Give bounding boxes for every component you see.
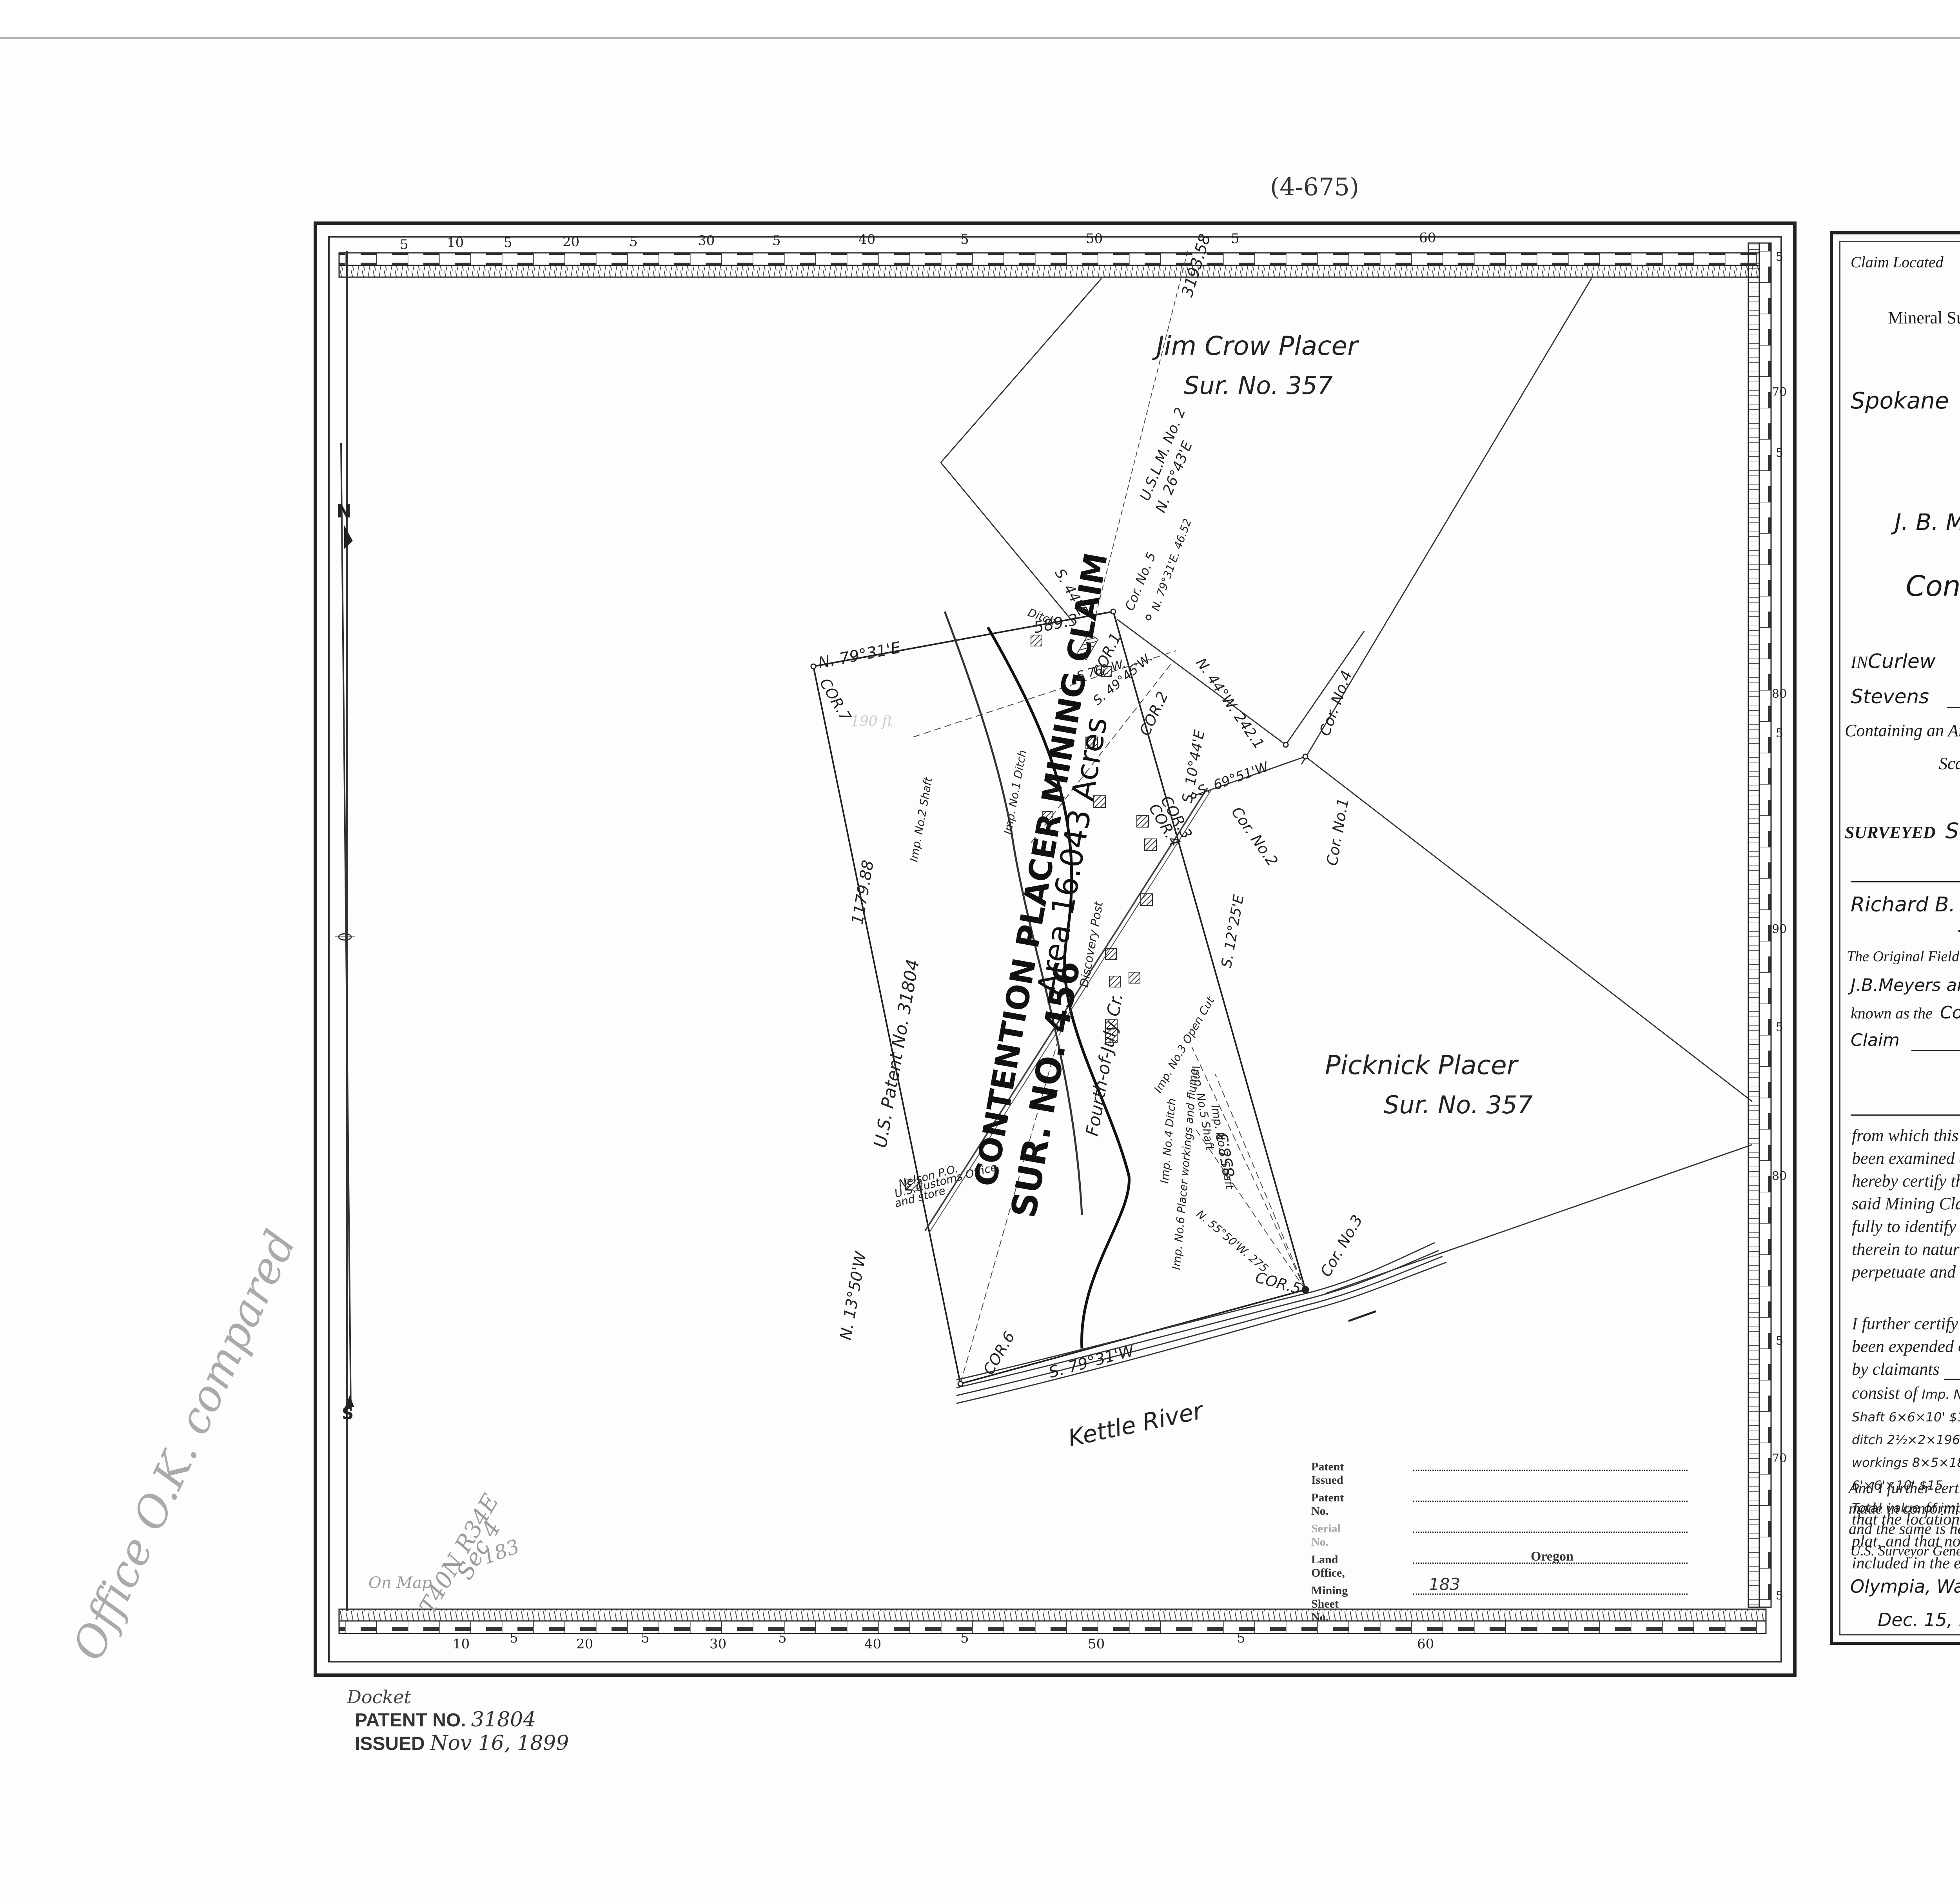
approval-date: Dec. 15, 1898 [1878,1609,1960,1630]
map-inner-border [328,236,1782,1662]
claim-name: Contention Placer Mining [1906,570,1960,603]
jim-crow-label: Jim Crow Placer Sur. No. 357 [1152,331,1359,400]
svg-text:5: 5 [1776,250,1783,264]
certification-paragraph-3: that the location of said improvements i… [1852,1510,1960,1572]
surveyor-name: Richard B. Thomas [1851,893,1960,917]
svg-text:5: 5 [400,237,408,252]
picknick-label: Picknick Placer Sur. No. 357 [1325,1050,1533,1119]
corner-markers [810,608,1309,1387]
mining-sheet-value: 183 [1429,1575,1461,1594]
svg-text:5: 5 [772,233,781,249]
svg-text:Cor. No.2: Cor. No.2 [1228,804,1281,869]
jim-crow-placer-boundary [940,278,1592,765]
svg-text:40: 40 [858,232,875,247]
svg-text:1179.88: 1179.88 [849,859,878,926]
bottom-scale-bar [338,1608,1767,1634]
svg-text:5: 5 [641,1630,650,1646]
svg-text:80: 80 [1772,687,1787,701]
svg-text:10: 10 [453,1636,470,1652]
plat-heading: PLAT [1833,419,1960,468]
paper-sheet [0,37,1960,1902]
svg-text:Picknick Placer: Picknick Placer [1325,1050,1519,1080]
svg-text:5: 5 [960,1630,969,1646]
top-scale-bar [338,252,1767,278]
svg-text:5: 5 [778,1630,787,1646]
svg-text:Jim Crow Placer: Jim Crow Placer [1152,331,1359,361]
title-block: Claim Located February 20, 1896 Mineral … [1830,231,1960,1645]
north-arrow-icon [344,525,353,549]
svg-text:5: 5 [1776,446,1783,460]
svg-text:30: 30 [710,1636,726,1652]
top-scale-labels: 5 10 5 20 5 30 5 40 5 50 5 60 [400,230,1436,252]
svg-text:80: 80 [1772,1169,1787,1183]
right-scale-labels: 5 70 5 80 5 90 5 80 5 70 5 [1772,250,1787,1603]
road-line [924,787,1208,1232]
svg-text:30: 30 [698,233,715,249]
svg-text:N. 55°50'W. 275: N. 55°50'W. 275 [1194,1207,1271,1275]
svg-text:60: 60 [1417,1636,1434,1652]
picknick-placer-boundary [1305,756,1753,1294]
right-scale-bar [1748,242,1772,1608]
certification-paragraph-2: I further certify that Five Hundred Doll… [1852,1312,1960,1518]
svg-text:50: 50 [1088,1636,1105,1652]
svg-text:5: 5 [1231,231,1240,247]
tie-lines [913,650,1306,1384]
improvements-list: Imp. No.1 Placer ditch 2½×2×180' value $… [1852,1387,1960,1493]
svg-text:Discovery Post: Discovery Post [1077,900,1106,989]
svg-text:10: 10 [447,235,464,250]
uslm-tie-line [1093,250,1188,624]
svg-text:Imp. No.1 Ditch: Imp. No.1 Ditch [1001,749,1029,836]
svg-text:40: 40 [864,1636,881,1652]
fourth-of-july-creek [986,626,1131,1349]
svg-text:Sur. No. 357: Sur. No. 357 [1384,1091,1533,1119]
svg-text:5: 5 [1776,726,1783,740]
svg-text:S. 12°25'E: S. 12°25'E [1218,893,1247,969]
land-office-value: Oregon [1531,1549,1573,1564]
svg-text:20: 20 [576,1636,593,1652]
south-label: S [342,1404,354,1423]
patent-stamp: Docket PATENT NO. 31804 ISSUED Nov 16, 1… [347,1686,569,1755]
svg-text:Cor. No.4: Cor. No.4 [1316,668,1356,739]
svg-text:70: 70 [1772,1452,1787,1465]
certification-paragraph-4: And I further certify that this is a cor… [1849,1479,1960,1537]
svg-text:5: 5 [629,234,638,250]
svg-text:90: 90 [1772,922,1787,936]
svg-text:5: 5 [1776,1589,1783,1603]
claimants: J. B. Meyers and Thomas E. Dulin [1895,509,1960,535]
svg-text:N. 13°50'W: N. 13°50'W [837,1250,870,1341]
imp1-ditch [944,611,1083,1216]
svg-text:5: 5 [1237,1630,1245,1646]
svg-text:Cor. No.1: Cor. No.1 [1323,797,1352,867]
office-city: Olympia, Washington [1850,1576,1960,1597]
svg-text:60: 60 [1419,230,1436,246]
north-label: N [336,501,352,522]
svg-text:20: 20 [563,234,579,250]
river-flow-arrow-icon [1348,1310,1376,1322]
svg-text:S. 69°51'W.: S. 69°51'W. [1195,758,1273,799]
buildings [905,633,1157,1191]
svg-text:50: 50 [1086,231,1103,247]
kettle-river [956,1242,1447,1404]
svg-text:Imp. No.4 Ditch: Imp. No.4 Ditch [1158,1098,1178,1184]
svg-text:Imp. No.6 Placer workings and: Imp. No.6 Placer workings and flume [1170,1068,1200,1270]
svg-text:COR.7: COR.7 [816,675,855,724]
svg-text:Sur. No. 357: Sur. No. 357 [1184,371,1333,400]
certification-paragraph-1: from which this plat has been made under… [1852,1126,1960,1281]
bottom-scale-labels: 10 5 20 5 30 5 40 5 50 5 60 [453,1630,1434,1652]
kettle-river-label: Kettle River [1066,1397,1207,1452]
svg-text:5: 5 [960,232,969,247]
svg-text:5: 5 [1776,1334,1783,1348]
svg-text:5: 5 [1776,1020,1783,1034]
svg-text:Cor. No.3: Cor. No.3 [1317,1212,1366,1280]
svg-text:5: 5 [510,1630,518,1646]
svg-text:5: 5 [504,235,512,250]
svg-text:Imp. No.2 Shaft: Imp. No.2 Shaft [907,776,935,863]
sheet-number: (4-675) [1270,172,1359,201]
compass-meridian: N S [335,443,355,1423]
svg-text:N. 79°31'E. 46.52: N. 79°31'E. 46.52 [1149,517,1194,613]
map-frame [314,221,1797,1677]
land-district-value: Spokane [1851,387,1949,414]
svg-text:N. 79°31'E: N. 79°31'E [817,639,902,672]
svg-text:70: 70 [1772,385,1787,399]
